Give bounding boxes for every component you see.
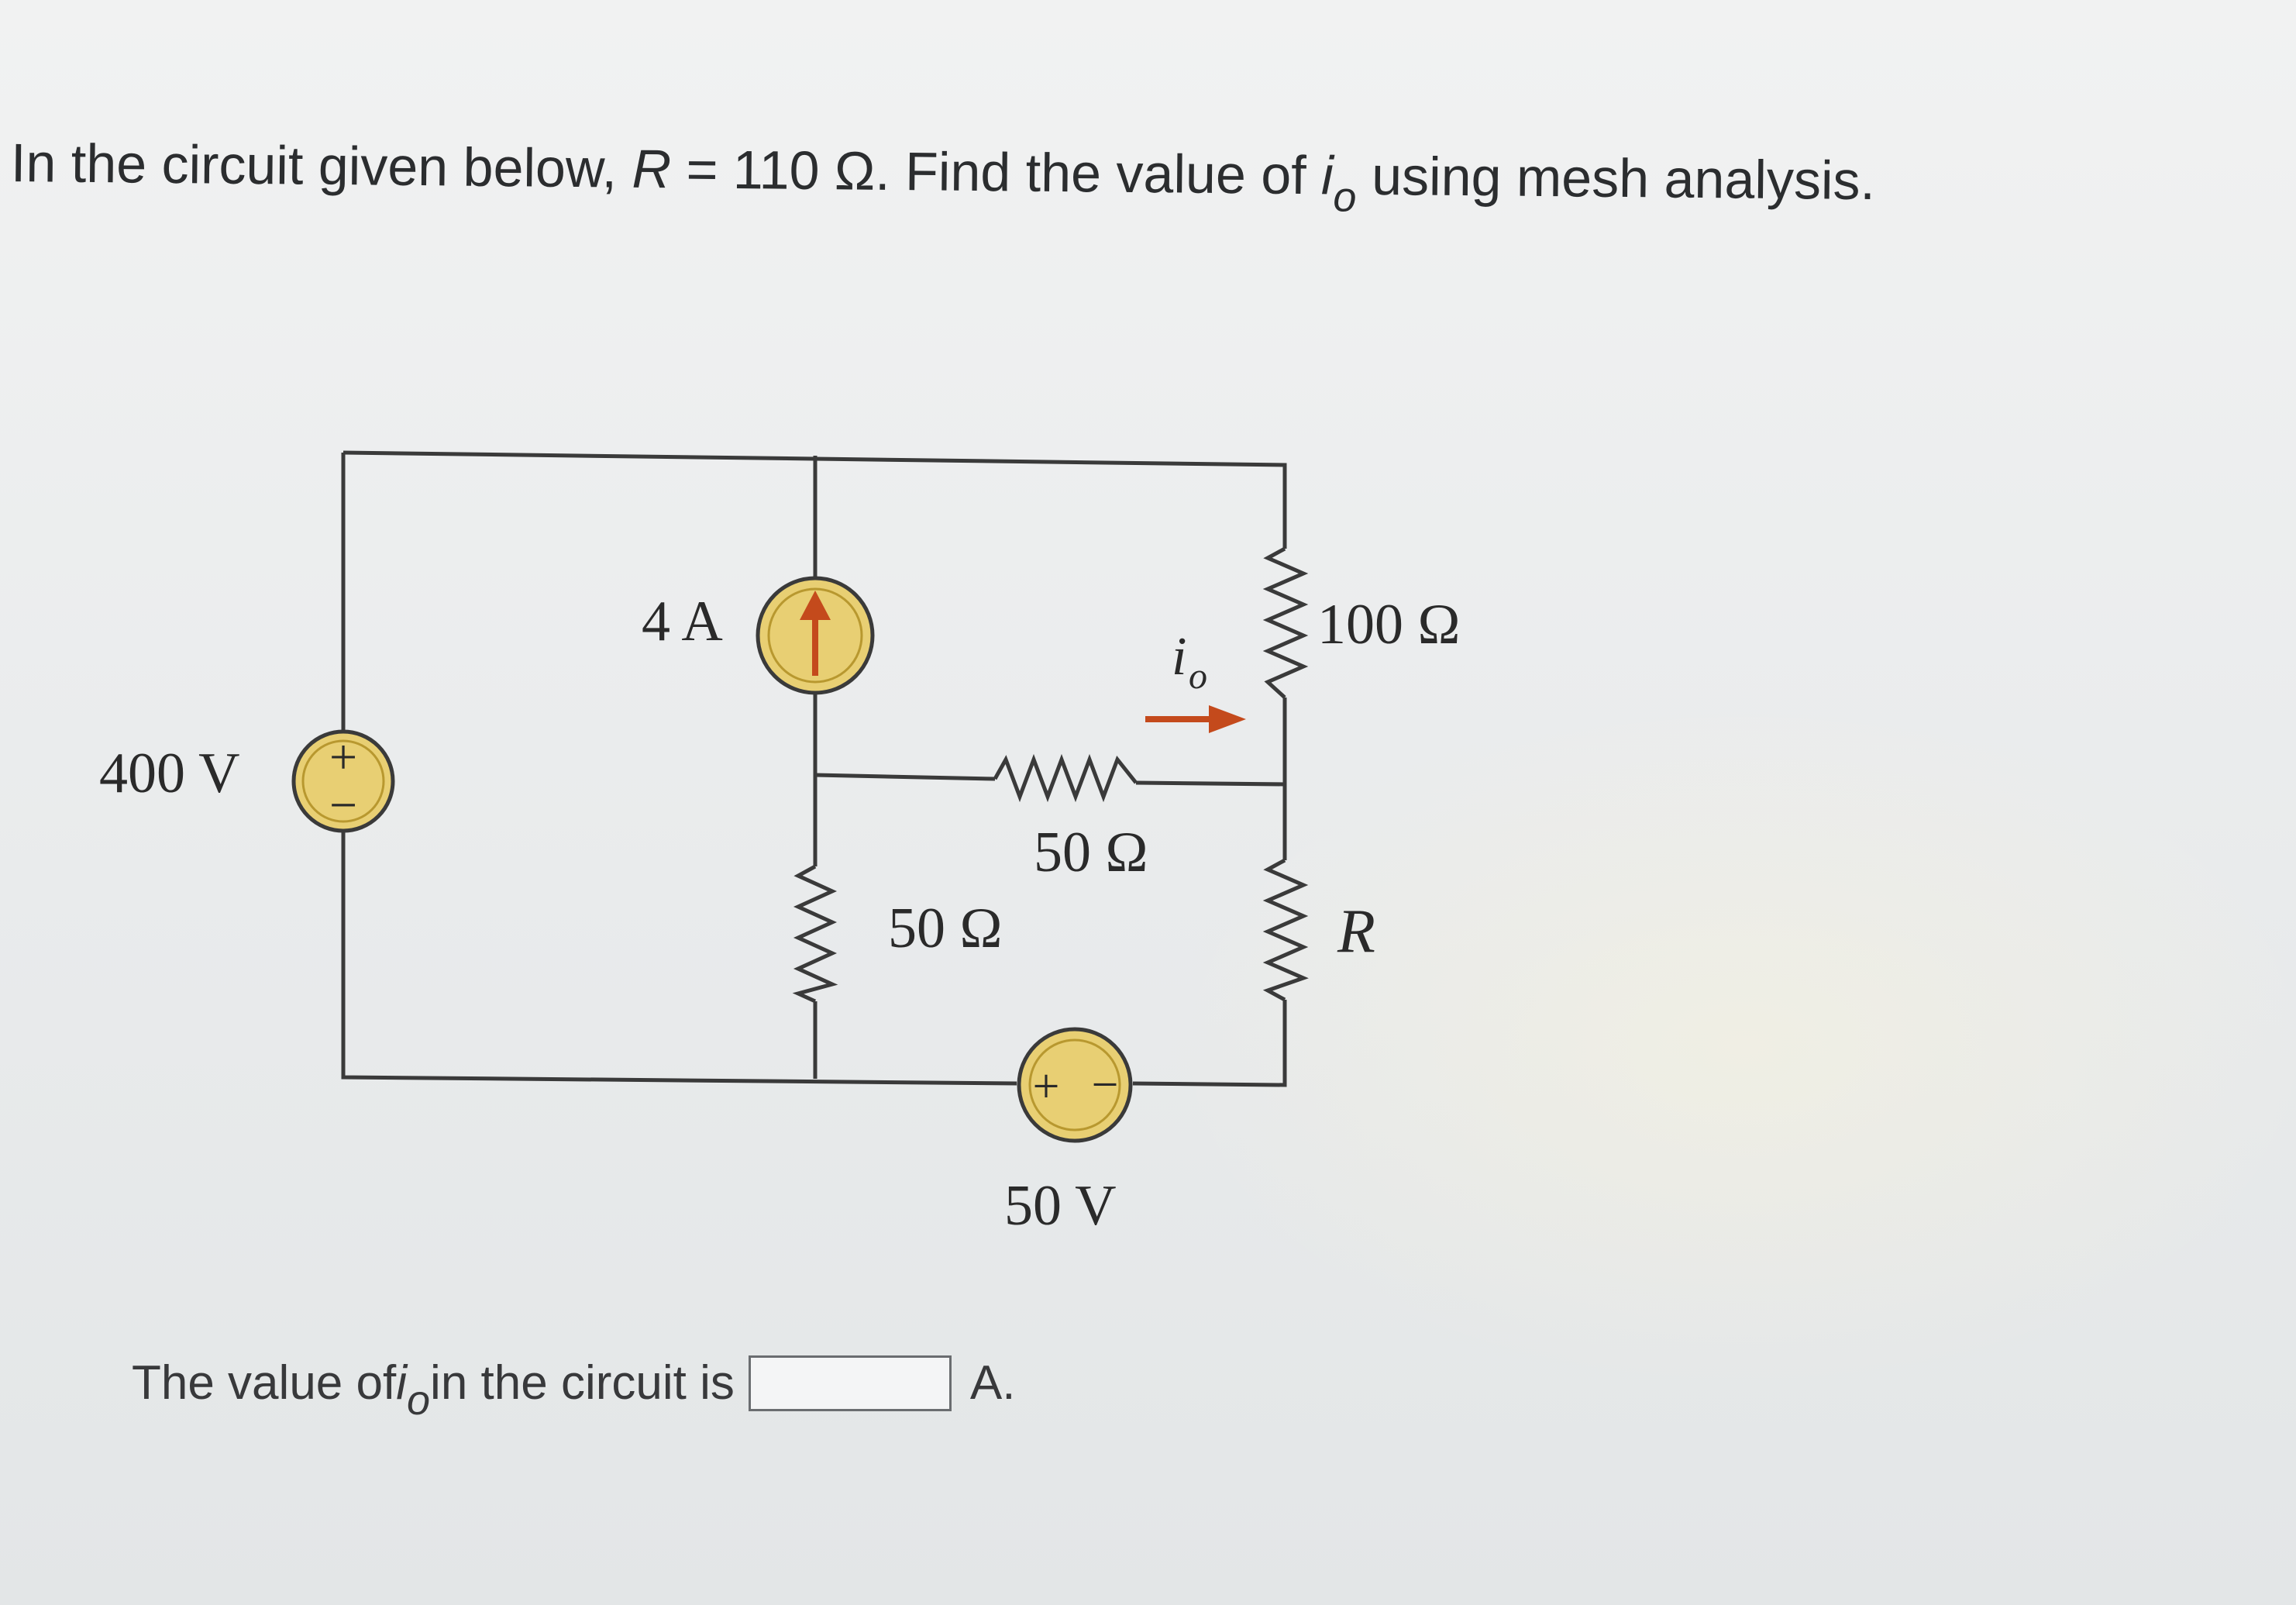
answer-io-subscript: o	[407, 1377, 431, 1424]
voltage-source-50v: + −	[1017, 1027, 1133, 1143]
top-wire	[343, 450, 1287, 549]
label-50v: 50 V	[1004, 1174, 1117, 1238]
label-io: i	[1172, 627, 1186, 687]
screen-glare	[1162, 697, 2296, 1395]
plus-sign-400v: +	[329, 729, 357, 784]
voltage-source-400v: + −	[291, 729, 395, 833]
up-arrowhead-icon	[800, 591, 831, 620]
current-arrow-io	[1145, 705, 1246, 733]
label-io-subscript: o	[1189, 656, 1207, 697]
answer-io-symbol: i	[396, 1356, 407, 1410]
bottom-right-wire	[1132, 1000, 1287, 1087]
resistor-r	[1262, 858, 1309, 1002]
branch-wire-right	[1135, 780, 1286, 787]
label-r: R	[1337, 897, 1375, 966]
minus-sign-50v: −	[1092, 1059, 1119, 1111]
branch-wire-left	[814, 773, 996, 781]
label-50-ohm-vertical: 50 Ω	[888, 897, 1003, 960]
plus-sign-50v: +	[1033, 1060, 1060, 1113]
resistor-50-ohm-horizontal	[993, 753, 1138, 803]
current-source-4a	[756, 576, 875, 695]
answer-prefix: The value of	[132, 1356, 397, 1410]
answer-middle: in the circuit is	[430, 1356, 735, 1410]
label-4a: 4 A	[642, 590, 723, 653]
right-arrowhead-icon	[1209, 705, 1246, 733]
minus-sign-400v: −	[329, 777, 357, 832]
resistor-100-ohm	[1262, 546, 1309, 699]
circuit-wires	[341, 450, 1309, 1087]
label-100-ohm: 100 Ω	[1317, 593, 1461, 656]
answer-unit: A.	[969, 1356, 1016, 1410]
bottom-left-wire	[341, 826, 1017, 1086]
resistor-50-ohm-vertical	[792, 864, 838, 1004]
answer-input[interactable]	[748, 1355, 952, 1411]
label-400v: 400 V	[99, 742, 240, 805]
label-50-ohm-horizontal: 50 Ω	[1034, 821, 1148, 884]
